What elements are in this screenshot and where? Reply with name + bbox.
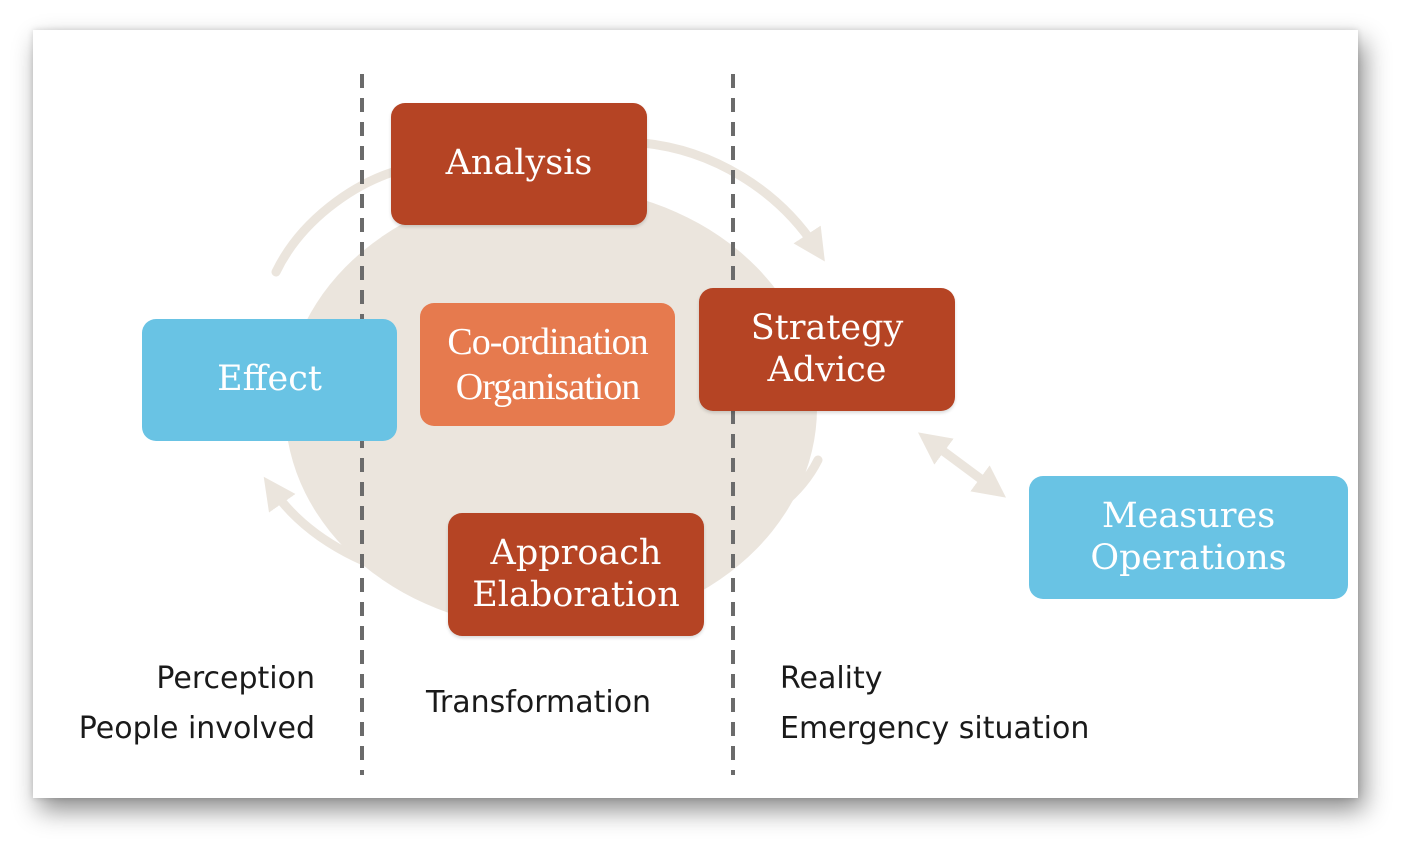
analysis-label: Analysis (445, 143, 593, 184)
caption-right: Reality Emergency situation (780, 654, 1089, 754)
analysis-box: Analysis (391, 103, 647, 225)
diagram-slide: Analysis Co-ordination Organisation Stra… (33, 30, 1358, 798)
cycle-arrow-top-right (638, 138, 825, 262)
caption-people-involved: People involved (78, 711, 315, 746)
double-arrow-strategy-measures (917, 432, 1007, 498)
approach-label-line1: Approach (490, 533, 662, 574)
effect-box: Effect (142, 319, 397, 441)
caption-transformation: Transformation (426, 685, 652, 720)
coordination-box: Co-ordination Organisation (420, 303, 675, 426)
caption-emergency-situation: Emergency situation (780, 711, 1090, 746)
cycle-arrow-top-left (271, 167, 398, 277)
cycle-arrow-bottom-left (263, 476, 458, 590)
coordination-label-line2: Organisation (455, 365, 641, 408)
strategy-box: Strategy Advice (699, 288, 955, 411)
effect-label: Effect (217, 359, 322, 400)
coordination-label-line1: Co-ordination (447, 320, 648, 363)
approach-label-line2: Elaboration (472, 574, 680, 615)
caption-middle: Transformation (426, 678, 651, 728)
caption-reality: Reality (780, 661, 883, 696)
approach-box: Approach Elaboration (448, 513, 704, 636)
measures-label-line2: Operations (1090, 537, 1287, 578)
measures-box: Measures Operations (1029, 476, 1348, 599)
measures-label-line1: Measures (1101, 496, 1276, 537)
caption-left: Perception People involved (79, 654, 315, 754)
caption-perception: Perception (156, 661, 315, 696)
cycle-arrow-bottom-right (708, 455, 823, 545)
strategy-label-line1: Strategy (750, 308, 904, 349)
strategy-label-line2: Advice (767, 349, 887, 390)
